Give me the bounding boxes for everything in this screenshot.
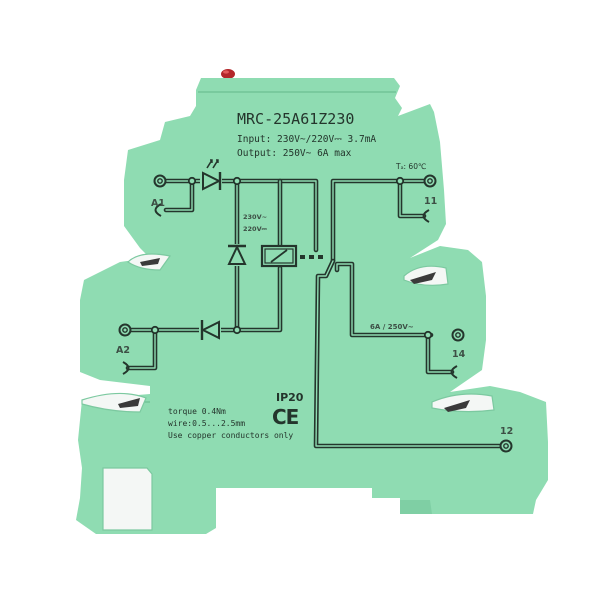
ce-mark: CE: [272, 405, 299, 429]
screw-clamp-right-lower: [431, 393, 495, 413]
model-label: MRC-25A61Z230: [237, 110, 354, 128]
terminal-a2-symbol: [118, 323, 132, 375]
output-spec-label: Output: 250V~ 6A max: [237, 148, 352, 159]
terminal-12-symbol: [499, 439, 513, 453]
terminal-14-label: 14: [452, 349, 466, 360]
circuit-diagram: [118, 159, 513, 453]
screw-clamp-right-upper: [403, 265, 449, 286]
coil-voltage-ac-label: 230V~: [243, 213, 267, 221]
screw-clamp-left-upper: [127, 253, 172, 271]
relay-coil-symbol: [260, 244, 298, 268]
ambient-temp-label: Tₐ: 60℃: [395, 162, 426, 171]
contact-rating-label: 6A / 250V~: [370, 323, 414, 331]
torque-note: torque 0.4Nm: [168, 407, 226, 416]
led-indicator: [221, 69, 235, 79]
terminal-14-symbol: [450, 328, 465, 379]
series-diode-symbol: [199, 320, 221, 340]
copper-conductors-note: Use copper conductors only: [168, 431, 293, 440]
led-diode-symbol: [200, 159, 222, 191]
coil-voltage-dc-label: 220V⎓: [243, 225, 268, 233]
relay-housing: [76, 78, 548, 534]
terminal-a2-label: A2: [116, 345, 130, 356]
terminal-a1-label: A1: [151, 198, 165, 209]
wire-size-note: wire:0.5...2.5mm: [168, 419, 245, 428]
screw-clamp-left-lower: [81, 392, 147, 413]
terminal-a1-symbol: [153, 174, 167, 217]
terminal-12-label: 12: [500, 426, 513, 437]
din-rail-slot: [102, 467, 153, 531]
ip-rating-label: IP20: [276, 391, 304, 404]
freewheel-diode-symbol: [227, 244, 247, 266]
mechanical-linkage: [300, 255, 323, 259]
terminal-11-label: 11: [424, 196, 437, 207]
terminal-11-symbol: [422, 174, 437, 223]
input-spec-label: Input: 230V~/220V⎓ 3.7mA: [237, 134, 376, 145]
